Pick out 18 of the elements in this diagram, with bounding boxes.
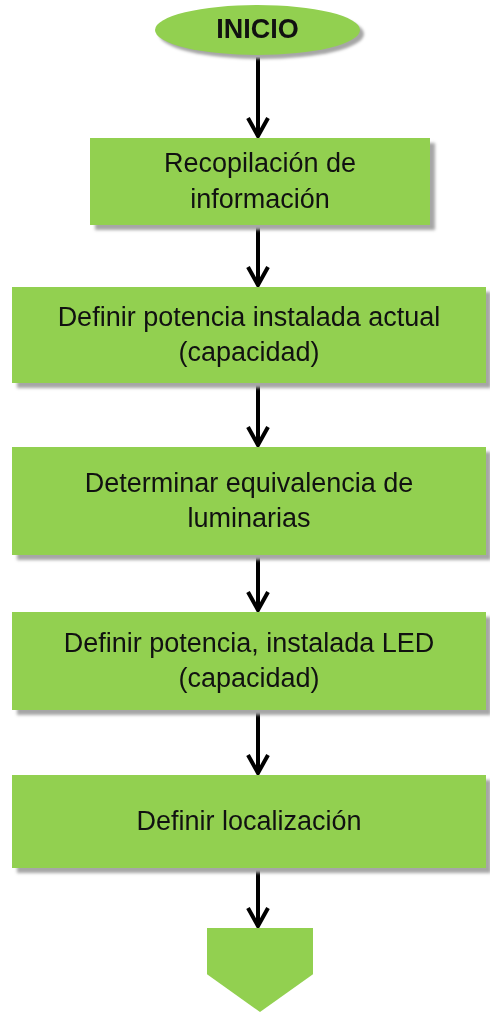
process-box — [90, 138, 430, 225]
off-page-connector — [207, 928, 313, 1012]
arrow — [246, 227, 270, 287]
step-text: Recopilación de información — [162, 147, 358, 216]
arrow — [246, 57, 270, 138]
step-text: INICIO — [215, 13, 300, 47]
process-box — [12, 287, 486, 383]
arrow — [246, 557, 270, 612]
step-text: Definir potencia, instalada LED (capacidad) — [62, 626, 436, 695]
step-text: Determinar equivalencia de luminarias — [83, 466, 415, 535]
step-text: Definir localización — [135, 804, 363, 838]
arrow — [246, 870, 270, 928]
arrow — [246, 712, 270, 775]
step-text: Definir potencia instalada actual (capacidad) — [56, 300, 442, 369]
process-box — [12, 447, 486, 555]
process-box — [12, 775, 486, 868]
process-box — [12, 612, 486, 710]
arrow — [246, 385, 270, 447]
